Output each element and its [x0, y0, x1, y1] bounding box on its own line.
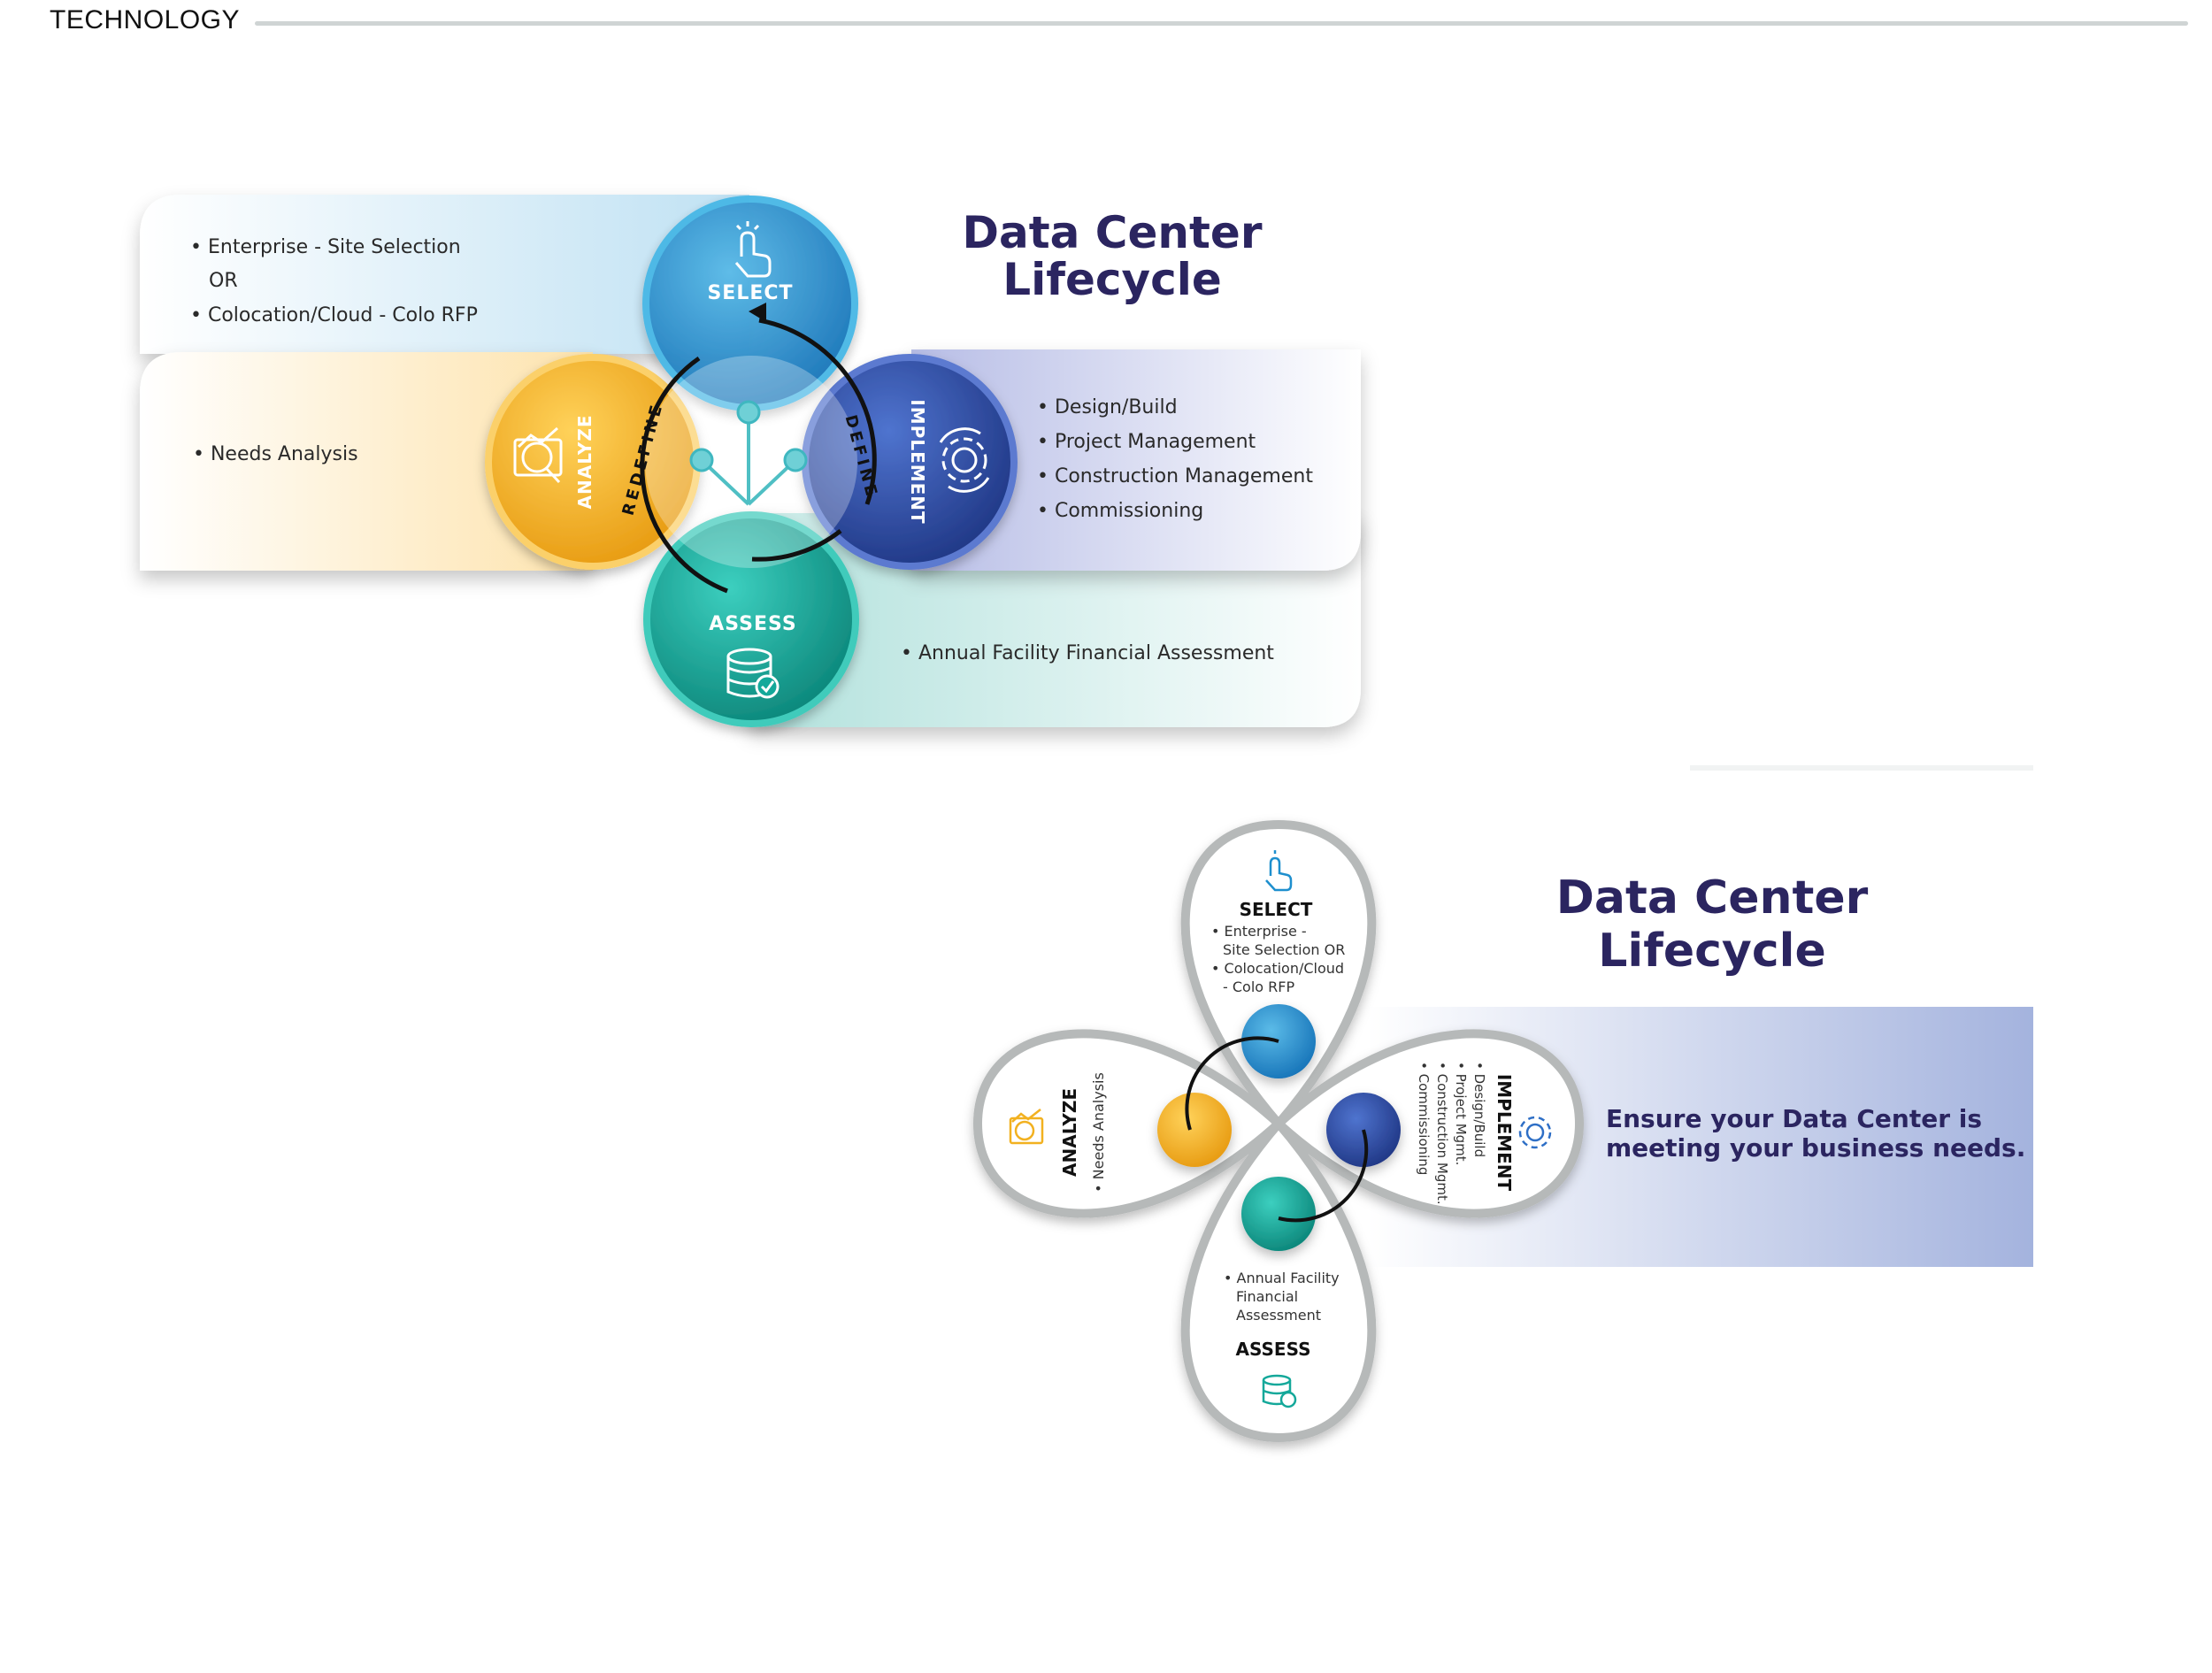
analyze-petal-bullet-1: • Needs Analysis — [1090, 1072, 1107, 1193]
connector-node-top — [736, 400, 761, 425]
assess-petal-label: ASSESS — [1236, 1339, 1311, 1360]
lifecycle-diagram-1: SELECT ASSESS ANALYZE IMPLEMENT REDEFINE… — [140, 195, 1361, 727]
implement-bullet-3: • Construction Management — [1037, 465, 1313, 487]
select-label: SELECT — [707, 282, 793, 304]
implement-petal-bullet-2: • Project Mgmt. — [1453, 1062, 1469, 1165]
analyze-petal — [972, 1029, 1286, 1218]
select-bullet-3: • Colocation/Cloud - Colo RFP — [190, 304, 478, 326]
assess-bullet-1: • Annual Facility Financial Assessment — [901, 642, 1274, 664]
implement-bullet-4: • Commissioning — [1037, 500, 1203, 522]
analyze-orb — [1157, 1093, 1232, 1167]
select-petal — [1180, 819, 1377, 1131]
select-petal-bullet-2: Site Selection OR — [1223, 941, 1345, 958]
implement-petal-bullet-4: • Commissioning — [1416, 1062, 1432, 1175]
assess-petal-bullet-2: Financial — [1236, 1288, 1298, 1305]
implement-bullet-2: • Project Management — [1037, 431, 1256, 453]
select-small-icon — [1265, 850, 1293, 892]
tagline-line2: meeting your business needs. — [1606, 1133, 2025, 1163]
select-bullet-1: • Enterprise - Site Selection — [190, 236, 461, 258]
chart-magnifier-icon — [513, 426, 563, 484]
gear-icon — [939, 427, 990, 493]
select-petal-bullet-1: • Enterprise - — [1211, 923, 1307, 940]
assess-petal — [1180, 1117, 1377, 1443]
assess-orb — [1241, 1177, 1316, 1251]
section-label: TECHNOLOGY — [50, 5, 241, 35]
center-overlap — [645, 356, 857, 568]
implement-small-gear-icon — [1518, 1116, 1552, 1149]
select-petal-bullet-3: • Colocation/Cloud — [1211, 960, 1344, 977]
analyze-bullet-1: • Needs Analysis — [193, 443, 358, 465]
database-check-icon — [726, 648, 780, 699]
implement-petal-label: IMPLEMENT — [1494, 1074, 1515, 1192]
pointer-icon — [734, 221, 772, 278]
implement-petal-bullet-3: • Construction Mgmt. — [1434, 1062, 1450, 1205]
assess-petal-bullet-3: Assessment — [1236, 1307, 1321, 1324]
cycle-arc-left — [640, 356, 728, 594]
implement-band — [911, 349, 1361, 571]
analyze-band — [140, 352, 593, 571]
cycle-arc-right — [758, 318, 877, 505]
tagline-line1: Ensure your Data Center is — [1606, 1104, 1982, 1133]
assess-label: ASSESS — [709, 613, 796, 635]
cycle-arc-assess — [1278, 1129, 1369, 1223]
implement-petal — [1271, 1029, 1585, 1218]
implement-petal-bullet-1: • Design/Build — [1471, 1062, 1487, 1157]
select-petal-bullet-4: - Colo RFP — [1223, 978, 1294, 995]
select-petal-label: SELECT — [1240, 899, 1313, 920]
analyze-label: ANALYZE — [574, 415, 595, 510]
assess-circle — [643, 511, 859, 727]
diagram1-title-line1: Data Center — [963, 207, 1263, 258]
analyze-petal-label: ANALYZE — [1059, 1088, 1080, 1177]
assess-small-database-icon — [1262, 1374, 1297, 1408]
diagram1-title-line2: Lifecycle — [1002, 254, 1222, 305]
assess-petal-bullet-1: • Annual Facility — [1224, 1270, 1340, 1286]
cycle-arc-select — [1185, 1036, 1279, 1131]
cycle-arc-bottom — [751, 529, 842, 562]
header-rule — [255, 21, 2188, 26]
cycle-arrowhead — [749, 303, 766, 322]
connector-node-left — [689, 448, 714, 472]
analyze-small-icon — [1009, 1109, 1044, 1145]
diagram2-title-line1: Data Center — [1556, 871, 1869, 925]
select-bullet-2: OR — [209, 270, 238, 292]
connector-node-right — [783, 448, 808, 472]
diagram2-title-line2: Lifecycle — [1598, 925, 1826, 978]
select-band — [140, 195, 749, 354]
implement-bullet-1: • Design/Build — [1037, 396, 1178, 418]
implement-label: IMPLEMENT — [907, 399, 928, 524]
lifecycle-diagram-2: SELECT • Enterprise - Site Selection OR … — [972, 765, 2033, 1443]
